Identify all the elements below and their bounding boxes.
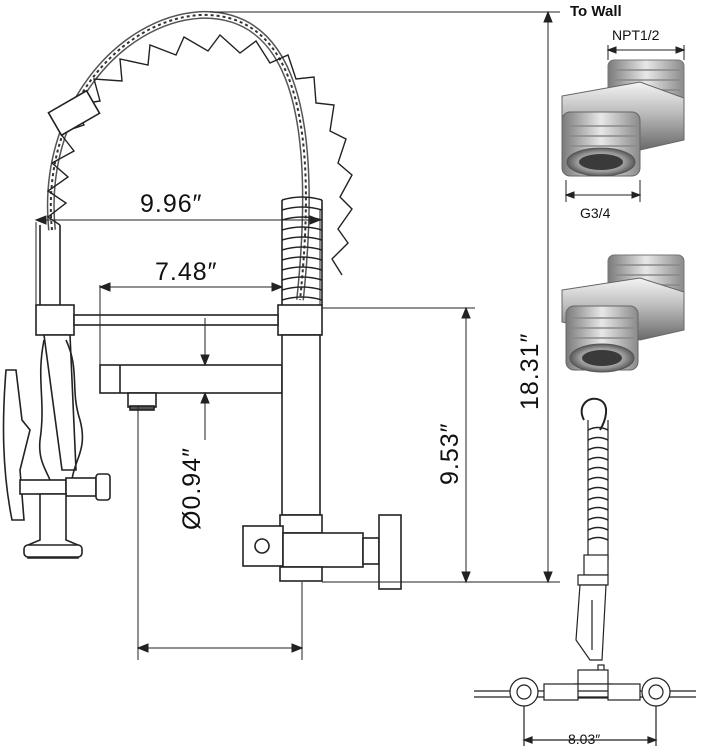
- faucet-side-view: [474, 397, 696, 746]
- dim-spout-reach: 7.48″: [155, 258, 218, 286]
- spray-head: [2, 334, 111, 559]
- dim-reach-total: 9.96″: [140, 190, 203, 218]
- wall-mount: [242, 514, 402, 590]
- holder-block-left: [35, 304, 75, 336]
- dimension-labels: 9.96″ 7.48″ 18.31″ 9.53″ Ø0.94″: [140, 190, 544, 530]
- adapter-photo-1: [561, 59, 685, 177]
- adapter-photo-2: [561, 254, 685, 373]
- swivel-spout: [99, 364, 283, 411]
- dimension-lines: [34, 10, 560, 660]
- dim-aerator-diameter: Ø0.94″: [178, 447, 206, 530]
- adapter-title: To Wall: [570, 3, 622, 20]
- faucet-body: [281, 334, 321, 516]
- adapter-thread-bottom: G3/4: [580, 205, 611, 221]
- dim-body-height: 9.53″: [436, 422, 464, 485]
- holder-block-right: [277, 304, 323, 336]
- dim-mount-center: 8.03″: [568, 731, 600, 747]
- adapter-thread-top: NPT1/2: [612, 27, 660, 43]
- dim-overall-height: 18.31″: [516, 333, 544, 410]
- holder-arm: [73, 314, 279, 326]
- faucet-drawing: [2, 10, 402, 590]
- coil-clip: [47, 89, 101, 137]
